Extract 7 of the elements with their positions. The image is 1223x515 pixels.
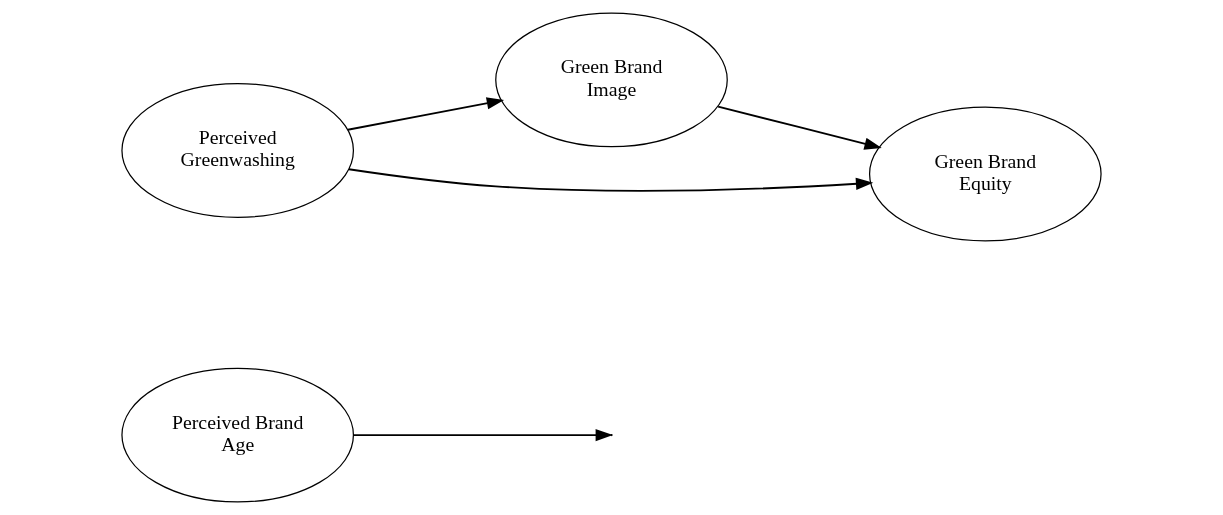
- node-ellipse: Perceived Greenwashing: [121, 82, 355, 218]
- arrow: [346, 97, 505, 131]
- node-ellipse: Green Brand Equity: [868, 106, 1102, 242]
- arrow: [717, 105, 882, 150]
- node-ellipse: Green Brand Image: [495, 12, 728, 148]
- node-ellipse: Perceived Brand Age: [121, 367, 355, 503]
- arrow: [347, 168, 874, 192]
